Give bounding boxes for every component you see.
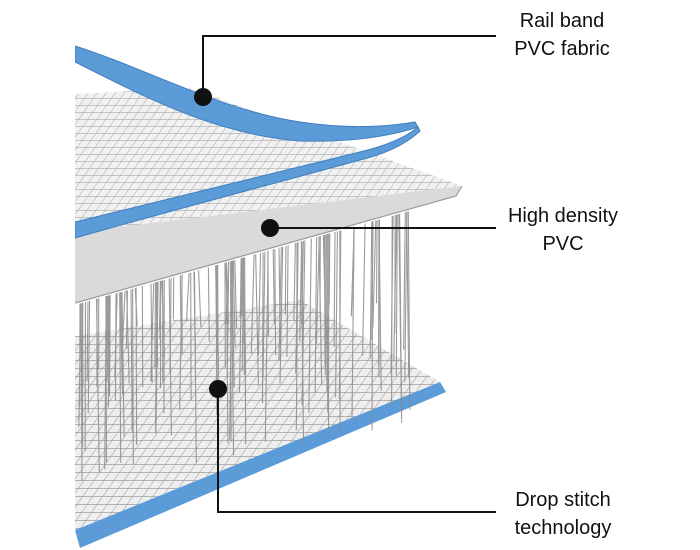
stitch-thread: [328, 233, 331, 305]
stitch-thread: [262, 251, 266, 379]
leader-drop-stitch: [209, 380, 496, 513]
stitch-thread: [198, 270, 202, 328]
stitch-thread: [300, 241, 305, 444]
stitch-thread: [87, 300, 91, 414]
stitch-thread: [278, 246, 282, 361]
stitch-thread: [238, 258, 243, 393]
stitch-thread: [315, 236, 320, 345]
stitch-thread: [250, 254, 255, 355]
stitch-thread: [107, 295, 111, 408]
stitch-thread: [393, 214, 398, 362]
label-line: technology: [514, 517, 612, 539]
stitch-thread: [308, 238, 312, 413]
stitch-thread: [185, 272, 190, 322]
stitch-thread: [301, 240, 306, 405]
stitch-thread: [369, 221, 373, 359]
marker-dot: [209, 380, 227, 398]
stitch-thread: [279, 246, 284, 384]
stitch-thread: [239, 258, 242, 319]
stitch-thread: [105, 295, 109, 362]
stitch-thread: [338, 230, 342, 400]
bottom-panel-edge: [75, 382, 446, 548]
stitch-thread: [125, 290, 129, 349]
stitch-thread: [378, 219, 382, 391]
stitch-thread: [257, 252, 262, 356]
stitch-thread: [119, 292, 122, 463]
stitch-thread: [121, 291, 125, 437]
stitch-thread: [404, 211, 408, 382]
label-line: PVC: [542, 233, 584, 255]
stitch-thread: [104, 295, 108, 341]
stitch-thread: [375, 220, 378, 304]
stitch-thread: [390, 215, 394, 375]
stitch-thread: [179, 274, 183, 411]
stitch-thread: [150, 283, 153, 383]
label-line: Drop stitch: [515, 489, 611, 511]
stitch-thread: [130, 289, 133, 433]
stitch-thread: [120, 292, 124, 387]
stitch-thread: [261, 252, 264, 404]
label-drop-stitch: Drop stitch technology: [488, 486, 638, 542]
stitch-thread: [286, 245, 289, 358]
top-panel-edge: [75, 186, 462, 303]
stitch-thread: [403, 212, 406, 350]
rail-band-side: [75, 126, 421, 239]
stitch-thread: [179, 275, 182, 323]
label-line: High density: [507, 205, 619, 227]
stitch-thread: [272, 249, 275, 324]
bottom-panel-mesh: [75, 300, 440, 530]
stitch-thread: [335, 231, 338, 398]
stitch-thread: [352, 226, 355, 318]
top-panel-mesh: [75, 88, 462, 232]
stitch-thread: [225, 262, 229, 444]
stitch-thread: [169, 277, 172, 373]
stitch-thread: [264, 250, 269, 442]
label-high-density: High density PVC: [488, 202, 638, 258]
label-line: PVC fabric: [514, 38, 610, 60]
stitch-thread: [293, 243, 296, 321]
stitch-thread: [159, 280, 162, 340]
marker-dot: [261, 219, 279, 237]
stitch-thread: [314, 237, 318, 393]
stitch-thread: [333, 231, 336, 347]
stitch-thread: [154, 282, 157, 368]
stitch-thread: [193, 271, 197, 463]
stitch-thread: [114, 293, 118, 378]
stitch-thread: [86, 301, 89, 382]
stitch-thread: [284, 245, 287, 315]
drop-stitch-threads: [78, 211, 411, 481]
stitch-thread: [407, 211, 411, 410]
stitch-thread: [255, 254, 259, 386]
stitch-thread: [231, 260, 235, 388]
stitch-thread: [229, 260, 233, 441]
leader-rail-band: [194, 35, 496, 106]
stitch-thread: [216, 265, 219, 371]
stitch-thread: [158, 280, 161, 330]
marker-dot: [194, 88, 212, 106]
stitch-thread: [244, 257, 247, 445]
leader-high-density: [261, 219, 496, 237]
stitch-thread: [301, 241, 304, 353]
stitch-thread: [135, 287, 138, 445]
stitch-thread: [371, 221, 374, 340]
label-rail-band: Rail band PVC fabric: [492, 7, 632, 63]
stitch-thread: [398, 214, 402, 404]
stitch-thread: [395, 214, 398, 376]
stitch-thread: [161, 280, 166, 358]
stitch-thread: [132, 288, 134, 465]
label-line: Rail band: [519, 10, 605, 32]
stitch-thread: [362, 223, 366, 356]
stitch-thread: [150, 282, 155, 382]
stitch-thread: [207, 267, 210, 342]
stitch-thread: [80, 303, 83, 481]
stitch-thread: [274, 248, 277, 356]
stitch-thread: [234, 260, 238, 329]
stitch-thread: [372, 220, 377, 328]
stitch-thread: [155, 281, 158, 434]
stitch-thread: [295, 242, 299, 374]
stitch-thread: [232, 260, 236, 348]
